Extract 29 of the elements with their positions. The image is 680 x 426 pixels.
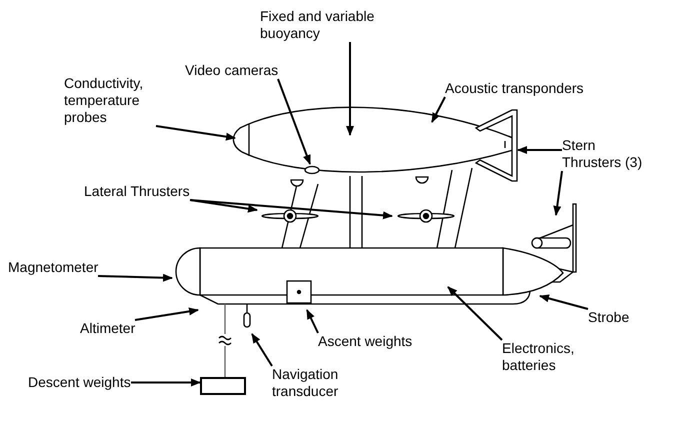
callout-label: Strobe [588,309,630,326]
leader-arrow [277,78,311,165]
callout-label: Electronics, batteries [502,340,594,374]
leader-arrow [156,125,236,141]
callout-label: Descent weights [28,374,131,391]
callout-label: Conductivity, temperature probes [64,75,156,126]
leader-arrow [431,96,446,123]
leader-arrow [553,170,563,216]
callout-label: Video cameras [185,62,278,79]
leader-arrow [134,307,199,321]
weight-box [200,377,246,395]
leader-arrow [98,274,173,282]
callout-label: Stern Thrusters (3) [562,137,654,171]
leader-arrow [306,309,319,334]
leader-arrow [131,378,201,386]
leader-arrow [539,294,588,310]
callout-label: Ascent weights [318,333,412,350]
leader-arrow [346,42,354,136]
callout-label: Navigation transducer [272,366,362,400]
leader-arrow [517,146,562,154]
callout-label: Lateral Thrusters [84,183,190,200]
callout-label: Magnetometer [8,259,98,276]
callout-label: Fixed and variable buoyancy [260,8,395,42]
callout-label: Acoustic transponders [445,80,584,97]
leader-arrow [251,333,273,367]
callout-label: Altimeter [80,320,136,337]
leader-arrow [447,286,503,341]
leader-arrow [190,199,393,220]
leader-arrow [190,199,258,213]
